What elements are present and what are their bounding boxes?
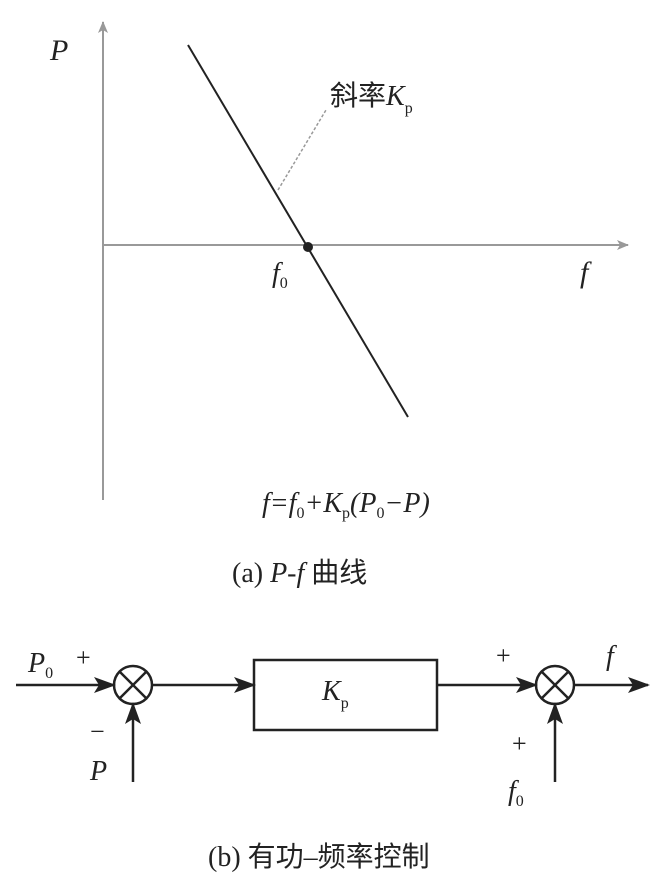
summing-junction-2 — [534, 664, 576, 706]
block-diagram-labels: P0 + − P Kp + + f f0 (b) 有功–频率控制 — [27, 641, 617, 873]
plus-sign-2: + — [496, 641, 511, 670]
droop-line — [187, 44, 409, 418]
equation: f=f0+Kp(P0−P) — [262, 488, 430, 522]
x-axis-label: f — [580, 256, 592, 289]
slope-leader — [277, 109, 327, 191]
block-diagram-panel — [16, 658, 650, 782]
f0-label: f0 — [272, 258, 288, 292]
feedback-label: P — [89, 756, 107, 787]
plus-sign-1: + — [76, 643, 91, 672]
slope-label: 斜率Kp — [330, 80, 413, 117]
gain-block — [252, 658, 439, 732]
caption-a: (a) P-f 曲线 — [232, 557, 367, 589]
minus-sign: − — [90, 717, 105, 746]
operating-point — [303, 242, 313, 252]
input-label: P0 — [27, 648, 53, 682]
caption-b: (b) 有功–频率控制 — [208, 841, 430, 873]
output-label: f — [606, 641, 617, 672]
gain-label: Kp — [321, 676, 349, 712]
bias-label: f0 — [508, 776, 524, 810]
pf-curve-panel: P f f0 斜率Kp f=f0+Kp(P0−P) (a) P-f 曲线 — [49, 21, 629, 589]
summing-junction-1 — [112, 664, 154, 706]
y-axis-label: P — [49, 34, 68, 67]
plus-sign-3: + — [512, 729, 527, 758]
